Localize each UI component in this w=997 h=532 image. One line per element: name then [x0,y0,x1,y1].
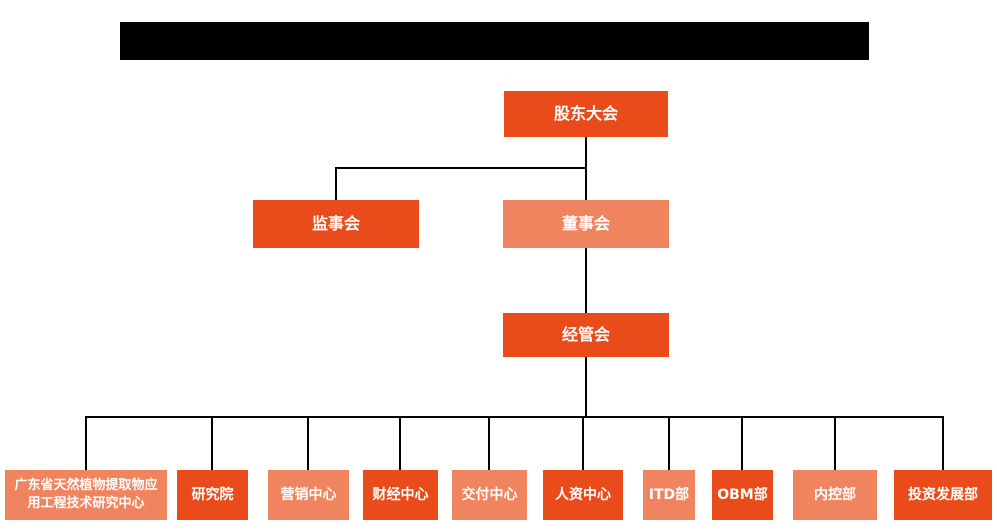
org-node-guangdong-research-center: 广东省天然植物提取物应用工程技术研究中心 [5,470,167,520]
org-node-research-institute: 研究院 [177,470,248,520]
redacted-title-bar [120,22,869,60]
org-node-finance-center: 财经中心 [363,470,438,520]
org-node-management-committee: 经管会 [503,313,669,357]
connector-drop-obm-dept [741,416,743,470]
org-node-marketing-center: 营销中心 [268,470,349,520]
org-node-hr-center: 人资中心 [543,470,623,520]
connector-drop-research-institute [211,416,213,470]
org-node-itd-dept: ITD部 [643,470,695,520]
connector-drop-delivery-center [488,416,490,470]
org-node-board-of-directors: 董事会 [503,200,669,248]
org-node-supervisory-board: 监事会 [253,200,419,248]
connector-drop-investment-dept [942,416,944,470]
org-node-investment-development-dept: 投资发展部 [894,470,992,520]
connector-drop-internal-control-dept [834,416,836,470]
org-node-obm-dept: OBM部 [712,470,773,520]
connector-drop-finance-center [399,416,401,470]
connector-drop-research-center [85,416,87,470]
org-node-delivery-center: 交付中心 [452,470,527,520]
connector-management-to-bus [585,357,587,416]
connector-departments-bus [85,416,944,418]
org-node-internal-control-dept: 内控部 [793,470,877,520]
connector-drop-itd-dept [668,416,670,470]
org-node-shareholders-meeting: 股东大会 [504,91,668,137]
connector-drop-marketing-center [307,416,309,470]
connector-drop-hr-center [582,416,584,470]
connector-board-to-management [585,248,587,313]
connector-level2-horizontal [335,167,587,169]
connector-to-supervisory-board [335,167,337,200]
